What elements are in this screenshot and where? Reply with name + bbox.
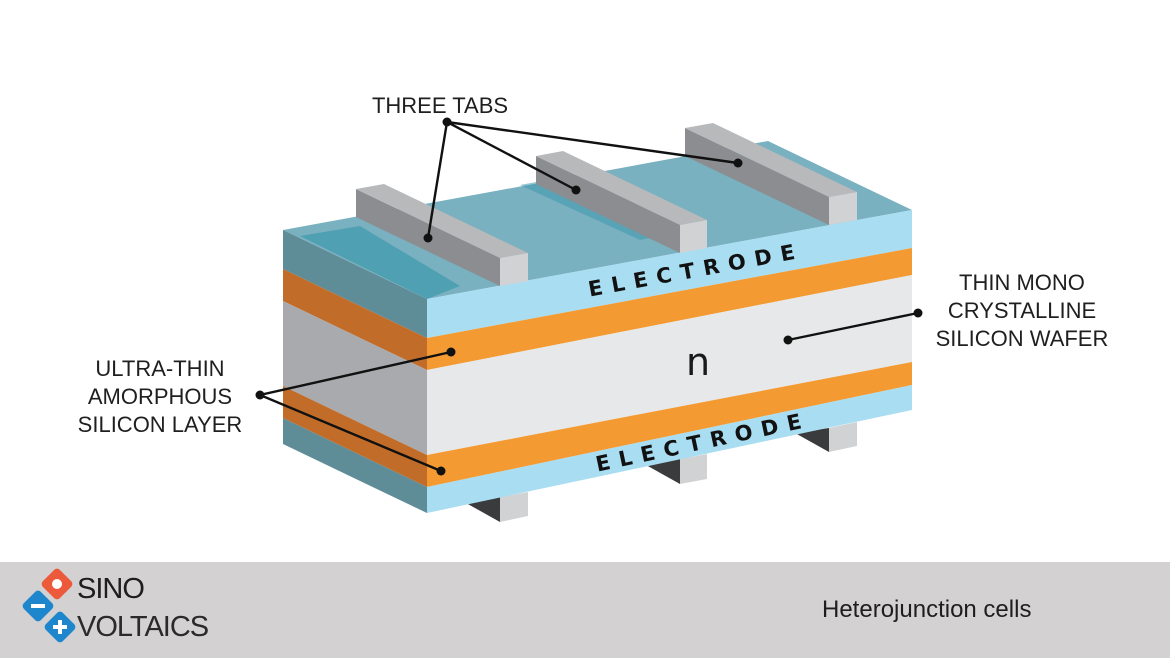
svg-text:AMORPHOUS: AMORPHOUS xyxy=(88,384,232,409)
left-side-face xyxy=(283,230,427,513)
svg-text:CRYSTALLINE: CRYSTALLINE xyxy=(948,298,1096,323)
n-type-label: n xyxy=(686,340,710,384)
svg-text:ULTRA-THIN: ULTRA-THIN xyxy=(95,356,224,381)
sino-voltaics-logo: SINO VOLTAICS xyxy=(22,568,210,643)
wafer-label: THIN MONO CRYSTALLINE SILICON WAFER xyxy=(936,270,1109,351)
footer-bar: SINO VOLTAICS Heterojunction cells xyxy=(0,562,1170,658)
amorphous-label: ULTRA-THIN AMORPHOUS SILICON LAYER xyxy=(78,356,243,437)
tab-3 xyxy=(685,123,857,225)
svg-text:THIN MONO: THIN MONO xyxy=(959,270,1085,295)
top-amorphous-layer xyxy=(427,248,912,370)
three-tabs-label: THREE TABS xyxy=(372,93,508,118)
front-face xyxy=(427,210,912,513)
brand-line1: SINO xyxy=(77,573,144,605)
top-electrode-layer xyxy=(427,210,912,338)
svg-text:SILICON WAFER: SILICON WAFER xyxy=(936,326,1109,351)
svg-text:SILICON LAYER: SILICON LAYER xyxy=(78,412,243,437)
bottom-amorphous-layer xyxy=(427,362,912,487)
wafer-layer xyxy=(427,275,912,455)
caption: Heterojunction cells xyxy=(822,596,1031,623)
bottom-electrode-layer xyxy=(427,385,912,513)
bottom-tabs xyxy=(466,422,857,522)
tab-2 xyxy=(536,151,707,253)
brand-line2: VOLTAICS xyxy=(77,611,209,643)
leader-lines xyxy=(255,117,923,476)
